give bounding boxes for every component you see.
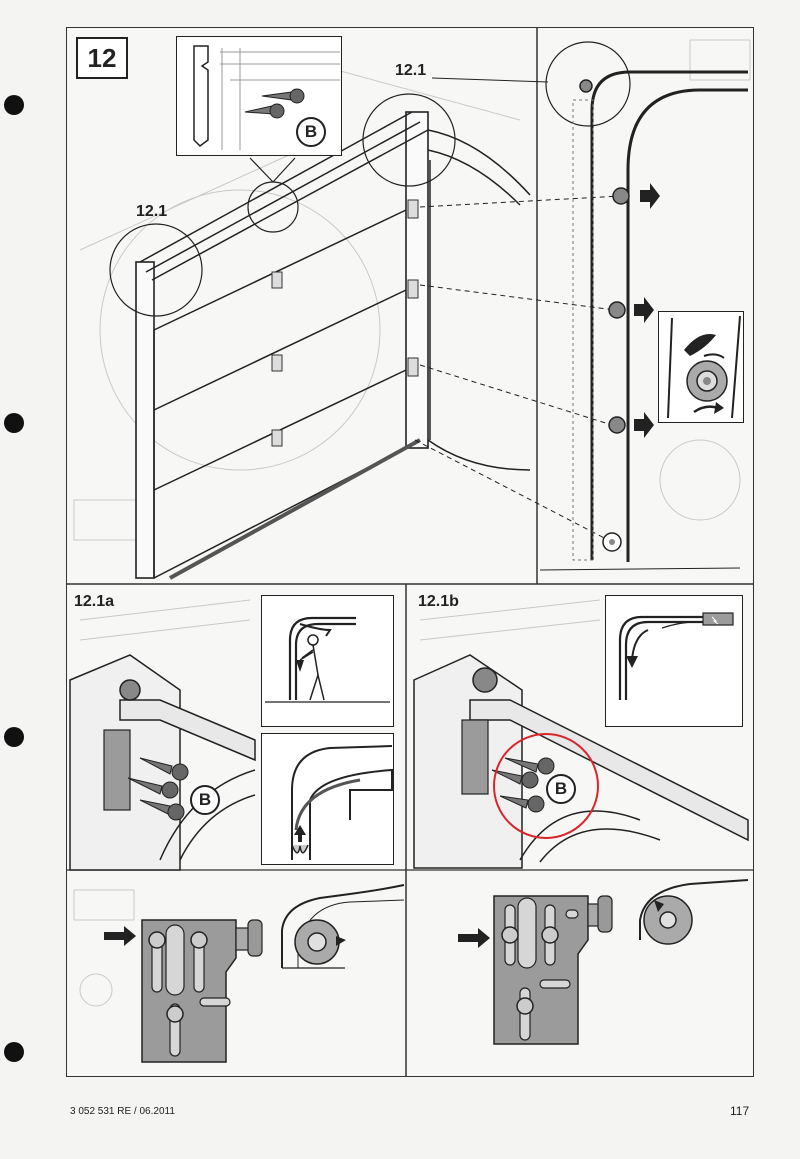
cable-inset [261, 733, 394, 865]
screw-type-badge: B [546, 774, 576, 804]
screw-icon [127, 757, 189, 821]
binder-hole [4, 413, 24, 433]
arrow-right-icon [458, 928, 490, 948]
screw-icon [491, 757, 555, 813]
binder-hole [4, 1042, 24, 1062]
detail-label-left: 12.1 [136, 203, 168, 220]
person-icon [299, 634, 325, 701]
arrow-right-icon [634, 183, 660, 438]
sub-step-label-a: 12.1a [74, 593, 115, 610]
page-number: 117 [730, 1104, 750, 1118]
feather-icon [684, 334, 725, 359]
arrow-right-icon [104, 926, 136, 946]
screw-type-badge: B [296, 117, 326, 147]
screw-icon [244, 88, 305, 119]
document-number: 3 052 531 RE / 06.2011 [70, 1106, 175, 1117]
sub-step-label-b: 12.1b [418, 593, 459, 610]
detail-label-top: 12.1 [395, 62, 427, 79]
binder-hole [4, 95, 24, 115]
roller-icon [686, 360, 728, 402]
arrow-up-icon [294, 825, 306, 842]
screw-type-badge: B [190, 785, 220, 815]
binder-hole [4, 727, 24, 747]
step-number: 12 [76, 37, 128, 79]
